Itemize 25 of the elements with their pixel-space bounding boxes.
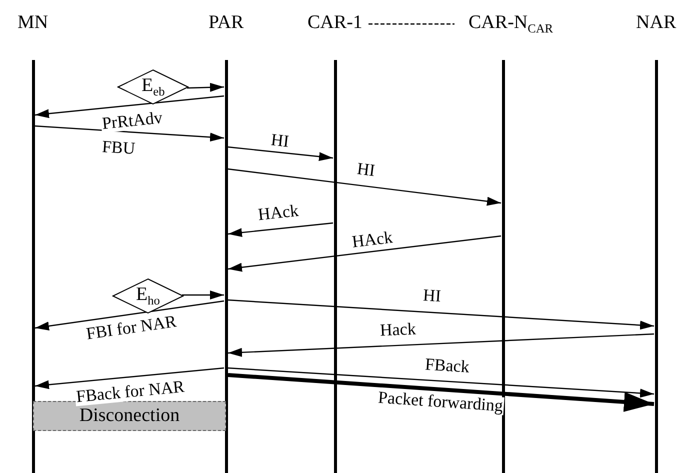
arrow — [34, 125, 224, 142]
arrow — [228, 146, 334, 162]
arrow — [228, 168, 502, 206]
lifeline-label: CAR-1 — [308, 12, 362, 34]
arrow — [228, 299, 654, 330]
arrow — [186, 82, 224, 92]
event-label: E$_{ho}$ — [136, 285, 160, 310]
event-label: E$_{eb}$ — [142, 76, 165, 100]
status-box: Disconection — [33, 401, 226, 431]
event-diamond — [112, 278, 184, 314]
arrow — [228, 373, 654, 412]
arrow — [228, 235, 502, 272]
arrow — [34, 367, 224, 390]
arrow — [34, 300, 224, 330]
arrow — [182, 290, 224, 300]
arrow — [34, 95, 224, 118]
arrow — [228, 333, 654, 357]
arrow — [228, 367, 654, 398]
dashed-line — [368, 23, 454, 25]
arrow — [228, 222, 334, 238]
event-diamond — [117, 69, 189, 105]
lifeline-label: MN — [18, 12, 48, 34]
lifeline-label: PAR — [208, 12, 244, 34]
lifeline-label: CAR-N$_{CAR}$ — [468, 12, 554, 38]
lifeline-label: NAR — [636, 12, 676, 34]
